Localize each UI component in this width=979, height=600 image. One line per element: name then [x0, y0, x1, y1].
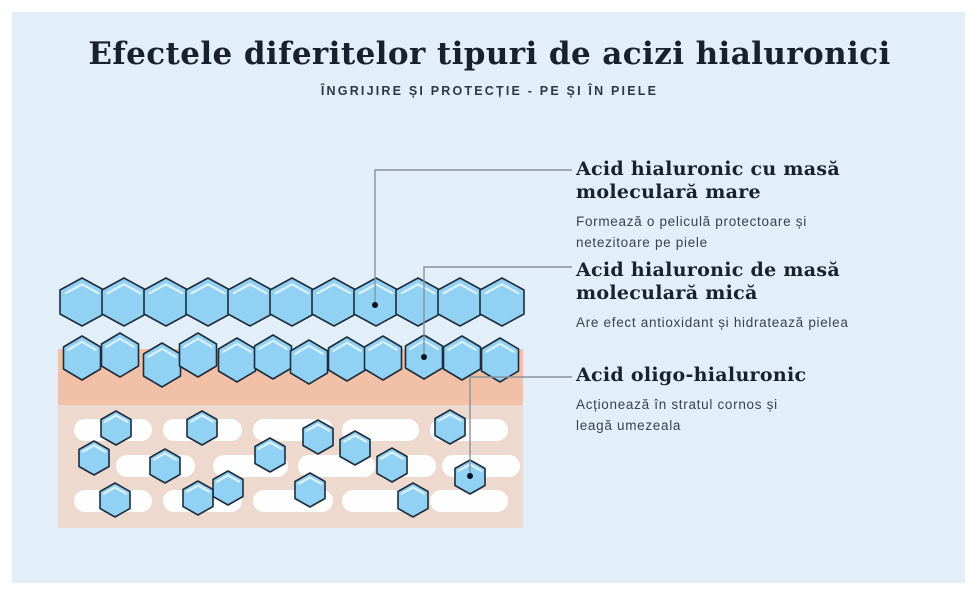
hyaluronic-hexagon-small-highlight	[81, 444, 107, 453]
hyaluronic-hexagon-large-highlight	[148, 282, 184, 295]
hyaluronic-hexagon-large-highlight	[274, 282, 310, 295]
hyaluronic-hexagon-medium-highlight	[447, 340, 477, 351]
label-description: Formează o peliculă protectoare și netez…	[576, 213, 807, 250]
hyaluronic-hexagon-medium-highlight	[485, 342, 515, 353]
hyaluronic-hexagon-large-highlight	[190, 282, 226, 295]
hyaluronic-hexagon-large-highlight	[232, 282, 268, 295]
hyaluronic-hexagon-small-highlight	[379, 451, 405, 460]
hyaluronic-hexagon-small-highlight	[103, 414, 129, 423]
page-title: Efectele diferitelor tipuri de acizi hia…	[88, 36, 891, 72]
hyaluronic-hexagon-large-highlight	[442, 282, 478, 295]
hyaluronic-hexagon-small-highlight	[437, 413, 463, 422]
hyaluronic-hexagon-large-highlight	[358, 282, 394, 295]
label-title: Acid oligo-hialuronic	[576, 364, 807, 386]
connector-dot	[372, 302, 378, 308]
label-high-molecular-acid: Acid hialuronic cu masă moleculară mare …	[576, 158, 924, 253]
label-oligo-acid: Acid oligo-hialuronic Acționează în stra…	[576, 364, 924, 437]
connector-dot	[421, 354, 427, 360]
hyaluronic-hexagon-small-highlight	[215, 474, 241, 483]
hyaluronic-hexagon-large-highlight	[400, 282, 436, 295]
skin-cell-pill	[430, 490, 508, 512]
page-subtitle: ÎNGRIJIRE ȘI PROTECȚIE - PE ȘI ÎN PIELE	[320, 84, 659, 98]
connector-line	[423, 266, 572, 357]
hyaluronic-hexagon-small-highlight	[152, 452, 178, 461]
hyaluronic-hexagon-medium-highlight	[294, 344, 324, 355]
label-title: Acid hialuronic cu masă moleculară mare	[576, 158, 841, 203]
hyaluronic-hexagon-medium-highlight	[368, 340, 398, 351]
hyaluronic-hexagon-medium-highlight	[332, 341, 362, 352]
hyaluronic-hexagon-medium-highlight	[222, 342, 252, 353]
hyaluronic-hexagon-small-highlight	[342, 434, 368, 443]
hyaluronic-hexagon-medium-highlight	[105, 337, 135, 348]
connector-line	[374, 169, 572, 305]
connector-dot	[467, 473, 473, 479]
hyaluronic-hexagon-large-highlight	[106, 282, 142, 295]
hyaluronic-hexagon-large-highlight	[64, 282, 100, 295]
hyaluronic-hexagon-small-highlight	[189, 414, 215, 423]
hyaluronic-hexagon-small-highlight	[400, 486, 426, 495]
hyaluronic-hexagon-medium-highlight	[183, 337, 213, 348]
hyaluronic-hexagon-small-highlight	[305, 423, 331, 432]
label-title: Acid hialuronic de masă moleculară mică	[576, 259, 841, 304]
label-low-molecular-acid: Acid hialuronic de masă moleculară mică …	[576, 259, 924, 334]
hyaluronic-hexagon-small-highlight	[102, 486, 128, 495]
label-description: Acționează în stratul cornos și leagă um…	[576, 396, 778, 433]
hyaluronic-hexagon-large-highlight	[316, 282, 352, 295]
hyaluronic-hexagon-medium-highlight	[67, 340, 97, 351]
hyaluronic-hexagon-large-highlight	[484, 282, 520, 295]
hyaluronic-hexagon-small-highlight	[185, 484, 211, 493]
label-description: Are efect antioxidant și hidratează piel…	[576, 314, 849, 330]
hyaluronic-hexagon-small-highlight	[297, 476, 323, 485]
connector-line	[469, 376, 572, 476]
hyaluronic-hexagon-small-highlight	[257, 441, 283, 450]
hyaluronic-hexagon-medium-highlight	[258, 339, 288, 350]
hyaluronic-hexagon-medium-highlight	[147, 347, 177, 358]
